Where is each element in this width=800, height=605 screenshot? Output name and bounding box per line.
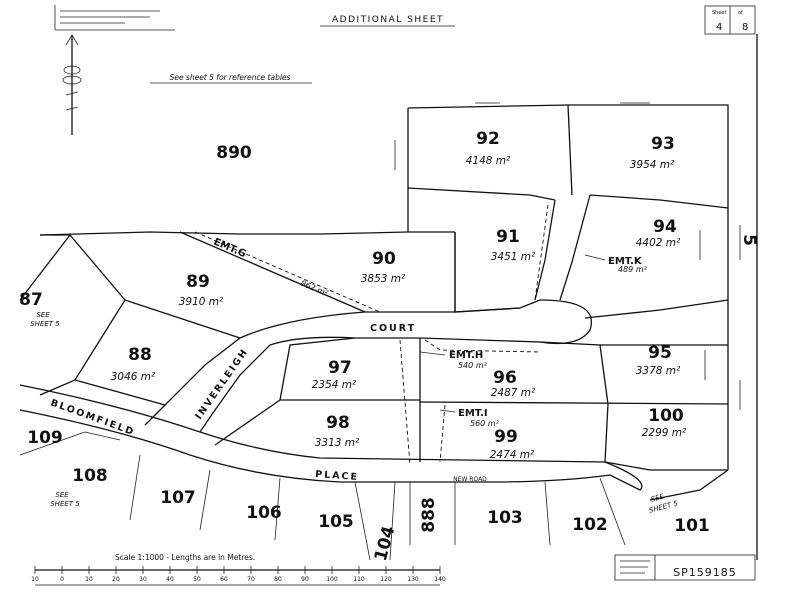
lot-number: 92 (476, 129, 500, 149)
easement-label: EMT.G (212, 237, 248, 260)
see-label: SEE (650, 492, 665, 503)
lot-number: 91 (496, 227, 520, 247)
lot-number: 5 (739, 234, 759, 246)
lot-number: 105 (318, 512, 354, 532)
lot-number: 99 (494, 427, 518, 447)
scale-tick-label: 140 (434, 576, 446, 583)
easement-label: EMT.H (449, 350, 483, 361)
lot-area: 3451 m² (491, 251, 536, 263)
scale-tick-label: 120 (380, 576, 392, 583)
lot-number: 88 (128, 345, 152, 365)
dimension-marks (394, 102, 741, 410)
lot-number: 96 (493, 368, 517, 388)
lot-boundaries (19, 104, 729, 561)
lot-area: 3853 m² (361, 273, 406, 285)
scale-tick-label: 110 (353, 576, 365, 583)
easement-area: 560 m² (470, 419, 500, 428)
see-sheet-labels: SEE SHEET 5 SEE SHEET 5 SEE SHEET 5 (30, 311, 679, 515)
new-road-label: NEW ROAD (453, 476, 487, 483)
plan-number-block: SP159185 (614, 554, 756, 581)
lot-number: 89 (186, 272, 210, 292)
lot-number: 94 (653, 217, 677, 237)
see-label: SEE (55, 491, 69, 499)
scale-tick-label: 50 (193, 576, 201, 583)
sheet-5-label: SHEET 5 (50, 500, 80, 508)
scale-tick-label: 70 (247, 576, 255, 583)
sheet-title: ADDITIONAL SHEET (332, 15, 444, 25)
scale-tick-label: 20 (112, 576, 120, 583)
lot-number: 103 (487, 508, 523, 528)
lot-number: 90 (372, 249, 396, 269)
sheet-number-box: Sheet of 4 8 (704, 5, 756, 35)
scale-tick-label: 60 (220, 576, 228, 583)
scale-tick-label: 40 (166, 576, 174, 583)
lot-area: 2487 m² (491, 387, 536, 399)
lot-number: 100 (648, 406, 684, 426)
lot-area: 3954 m² (630, 159, 675, 171)
sheet-number: 4 (716, 22, 722, 33)
sheet-5-label: SHEET 5 (30, 320, 60, 328)
lot-area: 4148 m² (466, 155, 511, 167)
lot-number: 98 (326, 413, 350, 433)
sheet-of-label: of (738, 10, 743, 16)
scale-tick-label: 130 (407, 576, 419, 583)
scale-bar: Scale 1:1000 - Lengths are in Metres. 10… (31, 553, 446, 586)
sheet-label: Sheet (712, 10, 726, 16)
lot-area: 2354 m² (312, 379, 357, 391)
easement-area: 862 m² (299, 279, 330, 299)
reference-note: See sheet 5 for reference tables (170, 73, 291, 82)
lot-number: 106 (246, 503, 282, 523)
scale-tick-label: 10 (31, 576, 39, 583)
lot-number: 888 (419, 497, 439, 533)
scale-tick-label: 30 (139, 576, 147, 583)
lot-area: 3046 m² (111, 371, 156, 383)
see-label: SEE (36, 311, 50, 319)
lot-number: 107 (160, 488, 196, 508)
lot-area: 2299 m² (642, 427, 687, 439)
easement-labels: EMT.G 862 m² EMT.K 489 m² EMT.H 540 m² E… (212, 237, 648, 428)
street-name-place: PLACE (315, 469, 360, 483)
lot-number: 102 (572, 515, 608, 535)
street-name-court: COURT (370, 323, 416, 334)
easement-outlines (399, 204, 549, 466)
lot-area: 3378 m² (636, 365, 681, 377)
lot-area: 3313 m² (315, 437, 360, 449)
scale-tick-label: 0 (60, 576, 64, 583)
easement-area: 540 m² (458, 361, 488, 370)
lot-number: 87 (19, 290, 43, 310)
scale-tick-label: 80 (274, 576, 282, 583)
lot-area: 4402 m² (636, 237, 681, 249)
north-arrow-icon (62, 34, 82, 135)
lot-number: 97 (328, 358, 352, 378)
lot-number: 101 (674, 516, 710, 536)
easement-label: EMT.I (458, 408, 488, 419)
lot-number: 104 (371, 524, 400, 564)
lot-number: 95 (648, 343, 672, 363)
easement-label: EMT.K (608, 256, 643, 267)
lot-number: 109 (27, 428, 63, 448)
lot-number: 890 (216, 143, 252, 163)
plan-number: SP159185 (673, 566, 737, 579)
scale-tick-label: 100 (326, 576, 338, 583)
street-name-inverleigh: INVERLEIGH (193, 346, 250, 422)
lot-number: 93 (651, 134, 675, 154)
title-block-left (54, 5, 175, 31)
lot-area: 3910 m² (179, 296, 224, 308)
scale-caption: Scale 1:1000 - Lengths are in Metres. (115, 553, 255, 562)
sheet-total: 8 (742, 22, 748, 33)
lot-labels: 890 92 4148 m² 93 3954 m² 91 3451 m² 94 … (19, 129, 759, 563)
lot-area: 2474 m² (490, 449, 535, 461)
scale-tick-label: 90 (301, 576, 309, 583)
easement-area: 489 m² (618, 265, 648, 274)
lot-number: 108 (72, 466, 108, 486)
scale-tick-label: 10 (85, 576, 93, 583)
